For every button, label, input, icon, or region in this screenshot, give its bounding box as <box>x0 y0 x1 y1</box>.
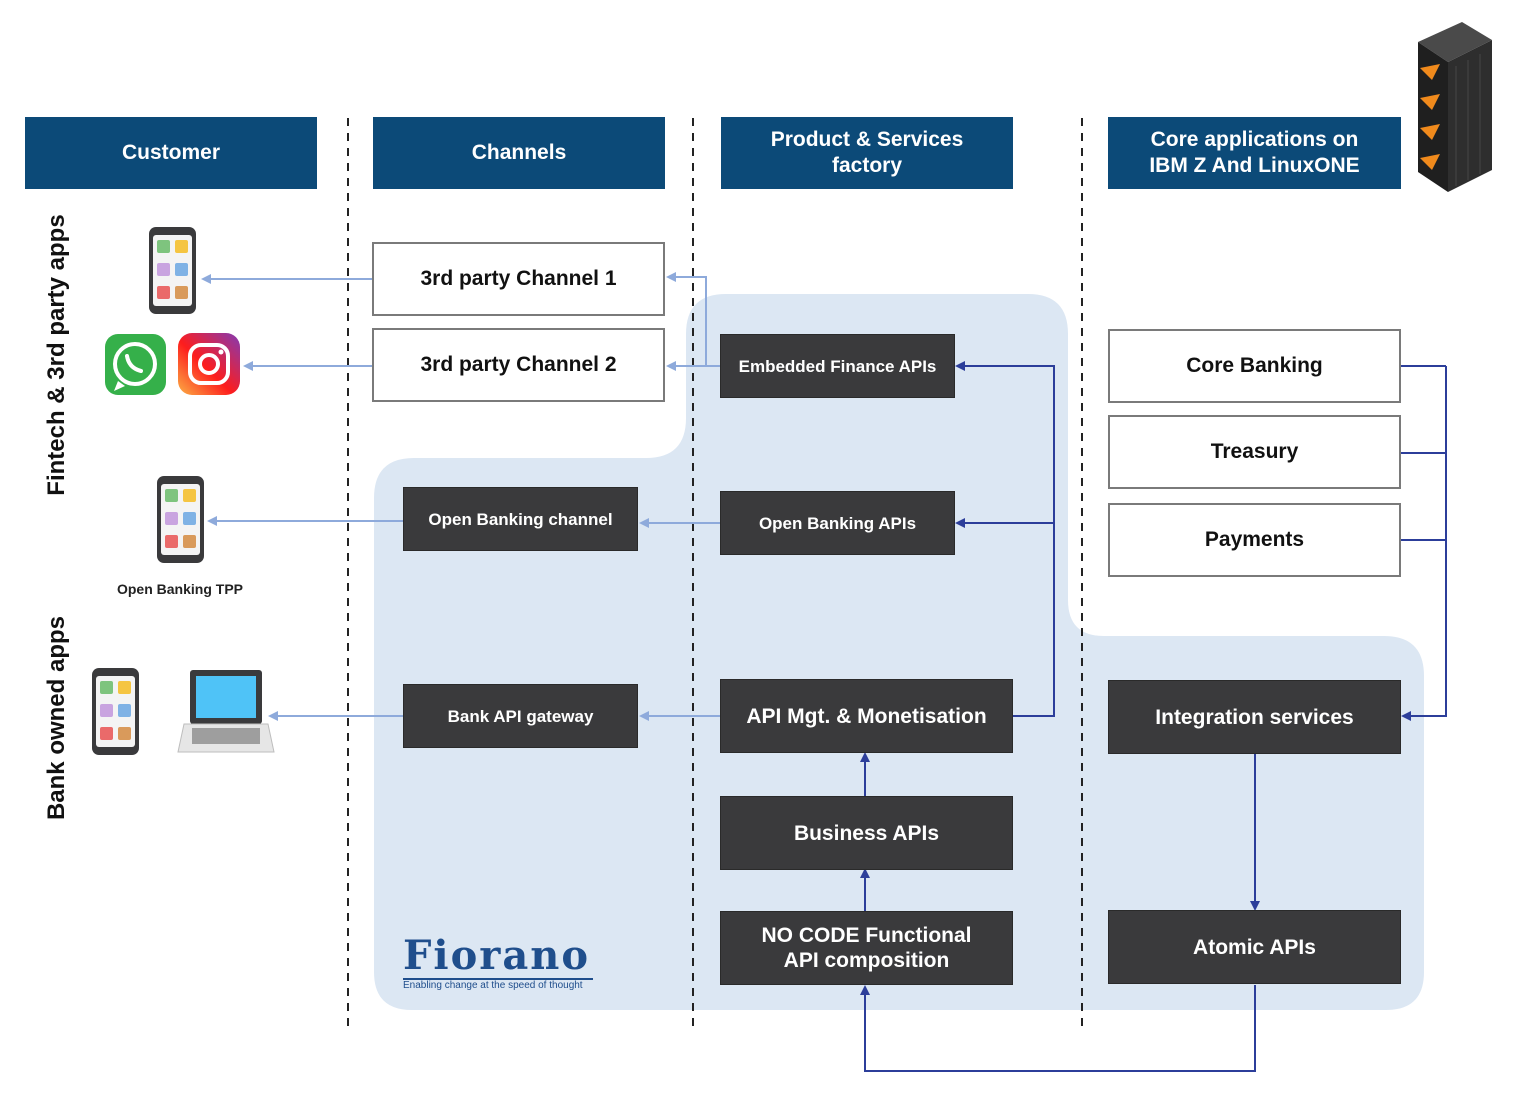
integration-region <box>374 294 1424 1010</box>
whatsapp-icon <box>105 334 166 395</box>
fiorano-logo: Fiorano Enabling change at the speed of … <box>403 934 593 992</box>
phone-icon-tpp <box>157 476 204 563</box>
laptop-icon <box>177 670 275 753</box>
business-apis: Business APIs <box>720 796 1013 870</box>
ibm-server-icon <box>1418 22 1492 192</box>
instagram-icon <box>178 333 240 395</box>
fiorano-logo-text: Fiorano <box>403 934 593 980</box>
integration-services: Integration services <box>1108 680 1401 754</box>
header-channels: Channels <box>373 117 665 189</box>
header-core-applications: Core applications on IBM Z And LinuxONE <box>1108 117 1401 189</box>
phone-icon-bank <box>92 668 139 755</box>
core-banking: Core Banking <box>1108 329 1401 403</box>
label-fintech-apps: Fintech & 3rd party apps <box>43 214 70 496</box>
open-banking-apis: Open Banking APIs <box>720 491 955 555</box>
phone-icon-fintech <box>149 227 196 314</box>
header-product-services: Product & Services factory <box>721 117 1013 189</box>
arrow-apimgt-embedded <box>955 361 1055 717</box>
arrow-atomic-nocode <box>860 985 1256 1072</box>
atomic-apis: Atomic APIs <box>1108 910 1401 984</box>
third-party-channel-1: 3rd party Channel 1 <box>372 242 665 316</box>
api-mgt-monetisation: API Mgt. & Monetisation <box>720 679 1013 753</box>
third-party-channel-2: 3rd party Channel 2 <box>372 328 665 402</box>
embedded-finance-apis: Embedded Finance APIs <box>720 334 955 398</box>
treasury: Treasury <box>1108 415 1401 489</box>
fiorano-tagline: Enabling change at the speed of thought <box>403 980 583 991</box>
bank-api-gateway: Bank API gateway <box>403 684 638 748</box>
open-banking-channel: Open Banking channel <box>403 487 638 551</box>
open-banking-tpp-caption: Open Banking TPP <box>116 581 243 597</box>
arrow-core-integration <box>1401 366 1447 721</box>
header-customer: Customer <box>25 117 317 189</box>
payments: Payments <box>1108 503 1401 577</box>
arrow-embedded-ch1 <box>666 272 707 366</box>
label-bank-owned-apps: Bank owned apps <box>43 615 70 821</box>
no-code-api-composition: NO CODE Functional API composition <box>720 911 1013 985</box>
